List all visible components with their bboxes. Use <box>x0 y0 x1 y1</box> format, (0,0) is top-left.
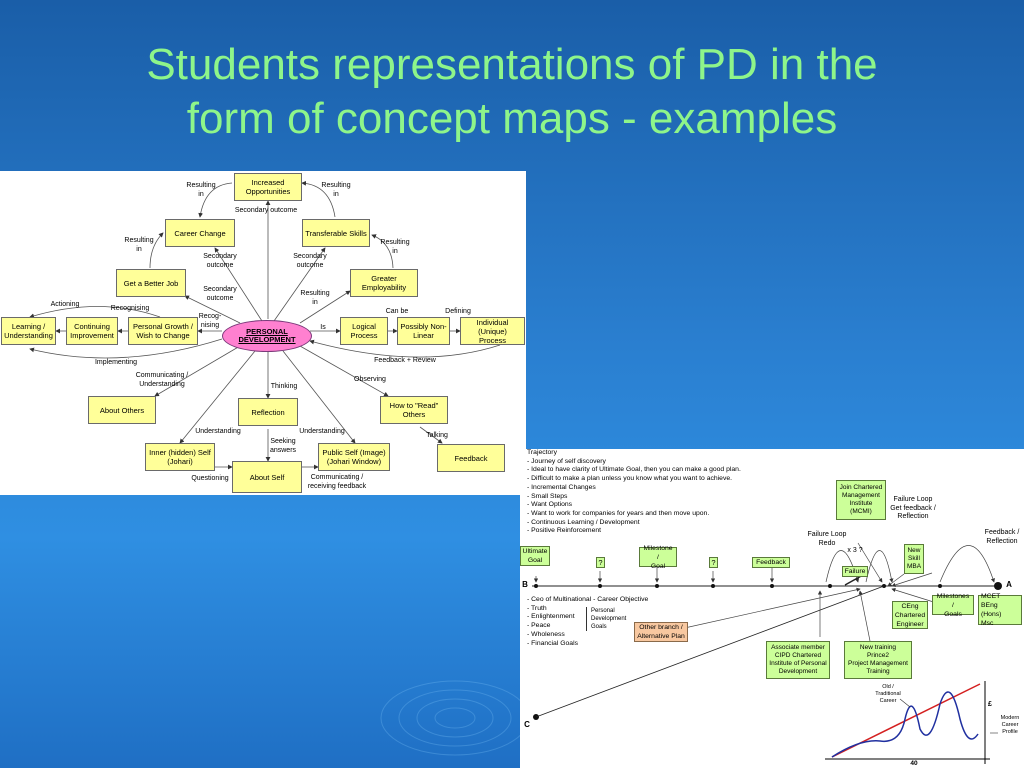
label-pound: £ <box>988 701 992 708</box>
link-label-resulting-in: Resulting in <box>186 182 216 198</box>
label-modern-career: Modern Career Profile <box>1000 715 1020 735</box>
node-personal-growth: Personal Growth / Wish to Change <box>128 317 198 345</box>
link-label-actioning: Actioning <box>50 301 80 308</box>
node-learning-understanding: Learning / Understanding <box>1 317 56 345</box>
node-increased-opportunities: Increased Opportunities <box>234 173 302 201</box>
link-label-secondary-outcome: Secondary outcome <box>293 253 327 269</box>
link-label-questioning: Questioning <box>191 475 229 482</box>
link-label-secondary-outcome: Secondary outcome <box>203 253 237 269</box>
node-about-others: About Others <box>88 396 156 424</box>
goals-list: - Ceo of Multinational - Career Objectiv… <box>527 596 649 647</box>
node-join-cmi: Join Chartered Management Institute (MCM… <box>836 480 886 520</box>
link-label-can-be: Can be <box>385 308 409 315</box>
concept-map-2: Trajectory - Journey of self discovery -… <box>520 449 1024 768</box>
node-logical-process: Logical Process <box>340 317 388 345</box>
node-associate-cipd: Associate member CIPD Chartered Institut… <box>766 641 830 679</box>
link-label-feedback-review: Feedback + Review <box>374 357 436 364</box>
node-personal-development: PERSONAL DEVELOPMENT <box>222 320 312 352</box>
slide-title: Students representations of PD in the fo… <box>0 38 1024 146</box>
node-career-change: Career Change <box>165 219 235 247</box>
slide-title-line-2: form of concept maps - examples <box>186 94 838 143</box>
concept-map-2-connectors <box>532 542 1002 764</box>
link-label-resulting-in: Resulting in <box>300 290 330 306</box>
link-label-understanding: Understanding <box>195 428 241 435</box>
point-b-label: B <box>522 580 528 589</box>
career-profile-graph <box>825 681 998 764</box>
node-milestone-goal: Milestone / Goal <box>639 545 677 570</box>
link-label-is: Is <box>320 324 326 331</box>
concept-map-1: Increased Opportunities Career Change Tr… <box>0 171 526 495</box>
link-label-resulting-in: Resulting in <box>380 239 410 255</box>
node-failure: Failure <box>842 566 868 577</box>
node-feedback: Feedback <box>437 444 505 472</box>
link-label-secondary-outcome: Secondary outcome <box>234 207 298 214</box>
link-label-secondary-outcome: Secondary outcome <box>203 286 237 302</box>
node-new-skill-mba: New Skill MBA <box>904 544 924 574</box>
node-read-others: How to "Read" Others <box>380 396 448 424</box>
link-label-communicating: Communicating / Understanding <box>135 372 189 388</box>
label-failure-loop-feedback: Failure Loop Get feedback / Reflection <box>890 496 936 520</box>
slide-title-line-1: Students representations of PD in the <box>146 40 878 89</box>
node-inner-self: Inner (hidden) Self (Johari) <box>145 443 215 471</box>
node-greater-employability: Greater Employability <box>350 269 418 297</box>
node-milestones-goals: Milestones / Goals <box>932 593 974 618</box>
link-label-seeking-answers: Seeking answers <box>269 438 297 454</box>
link-label-recognising-short: Recog- nising <box>198 313 222 329</box>
node-public-self: Public Self (Image) (Johari Window) <box>318 443 390 471</box>
node-reflection: Reflection <box>238 398 298 426</box>
node-individual-process: Individual (Unique) Process <box>460 317 525 345</box>
point-a-label: A <box>1006 580 1012 589</box>
point-c-label: C <box>524 720 530 729</box>
link-label-observing: Observing <box>354 376 386 383</box>
concept-map-1-connectors <box>29 180 501 470</box>
link-label-resulting-in: Resulting in <box>321 182 351 198</box>
node-question-1: ? <box>596 557 605 568</box>
label-feedback-reflection: Feedback / Reflection <box>984 529 1020 545</box>
link-label-communicating-feedback: Communicating / receiving feedback <box>307 474 367 490</box>
node-about-self: About Self <box>232 461 302 493</box>
node-ceng: CEng Chartered Engineer <box>892 601 928 629</box>
node-question-2: ? <box>709 557 718 568</box>
node-ultimate-goal: Ultimate Goal <box>520 546 550 566</box>
link-label-thinking: Thinking <box>270 383 298 390</box>
label-old-career: Old / Traditional Career <box>875 684 901 704</box>
node-mcet: MCET BEng (Hons) Msc <box>978 593 1022 627</box>
node-continuing-improvement: Continuing Improvement <box>66 317 118 345</box>
link-label-talking: Talking <box>426 432 448 439</box>
label-x-40: 40 <box>910 760 918 767</box>
link-label-defining: Defining <box>445 308 471 315</box>
node-new-training: New training Prince2 Project Management … <box>844 641 912 679</box>
node-get-better-job: Get a Better Job <box>116 269 186 297</box>
pd-goals-label: Personal Development Goals <box>586 607 651 631</box>
link-label-recognising: Recognising <box>110 305 150 312</box>
link-label-resulting-in: Resulting in <box>124 237 154 253</box>
trajectory-notes: Trajectory - Journey of self discovery -… <box>527 449 741 535</box>
label-failure-loop-redo: Failure Loop Redo <box>807 531 847 547</box>
node-feedback: Feedback <box>752 557 790 568</box>
node-possibly-non-linear: Possibly Non- Linear <box>397 317 450 345</box>
link-label-understanding: Understanding <box>299 428 345 435</box>
node-other-branch: Other branch / Alternative Plan <box>634 622 688 642</box>
label-x3: x 3 ? <box>847 547 863 554</box>
node-transferable-skills: Transferable Skills <box>302 219 370 247</box>
link-label-implementing: Implementing <box>94 359 138 366</box>
